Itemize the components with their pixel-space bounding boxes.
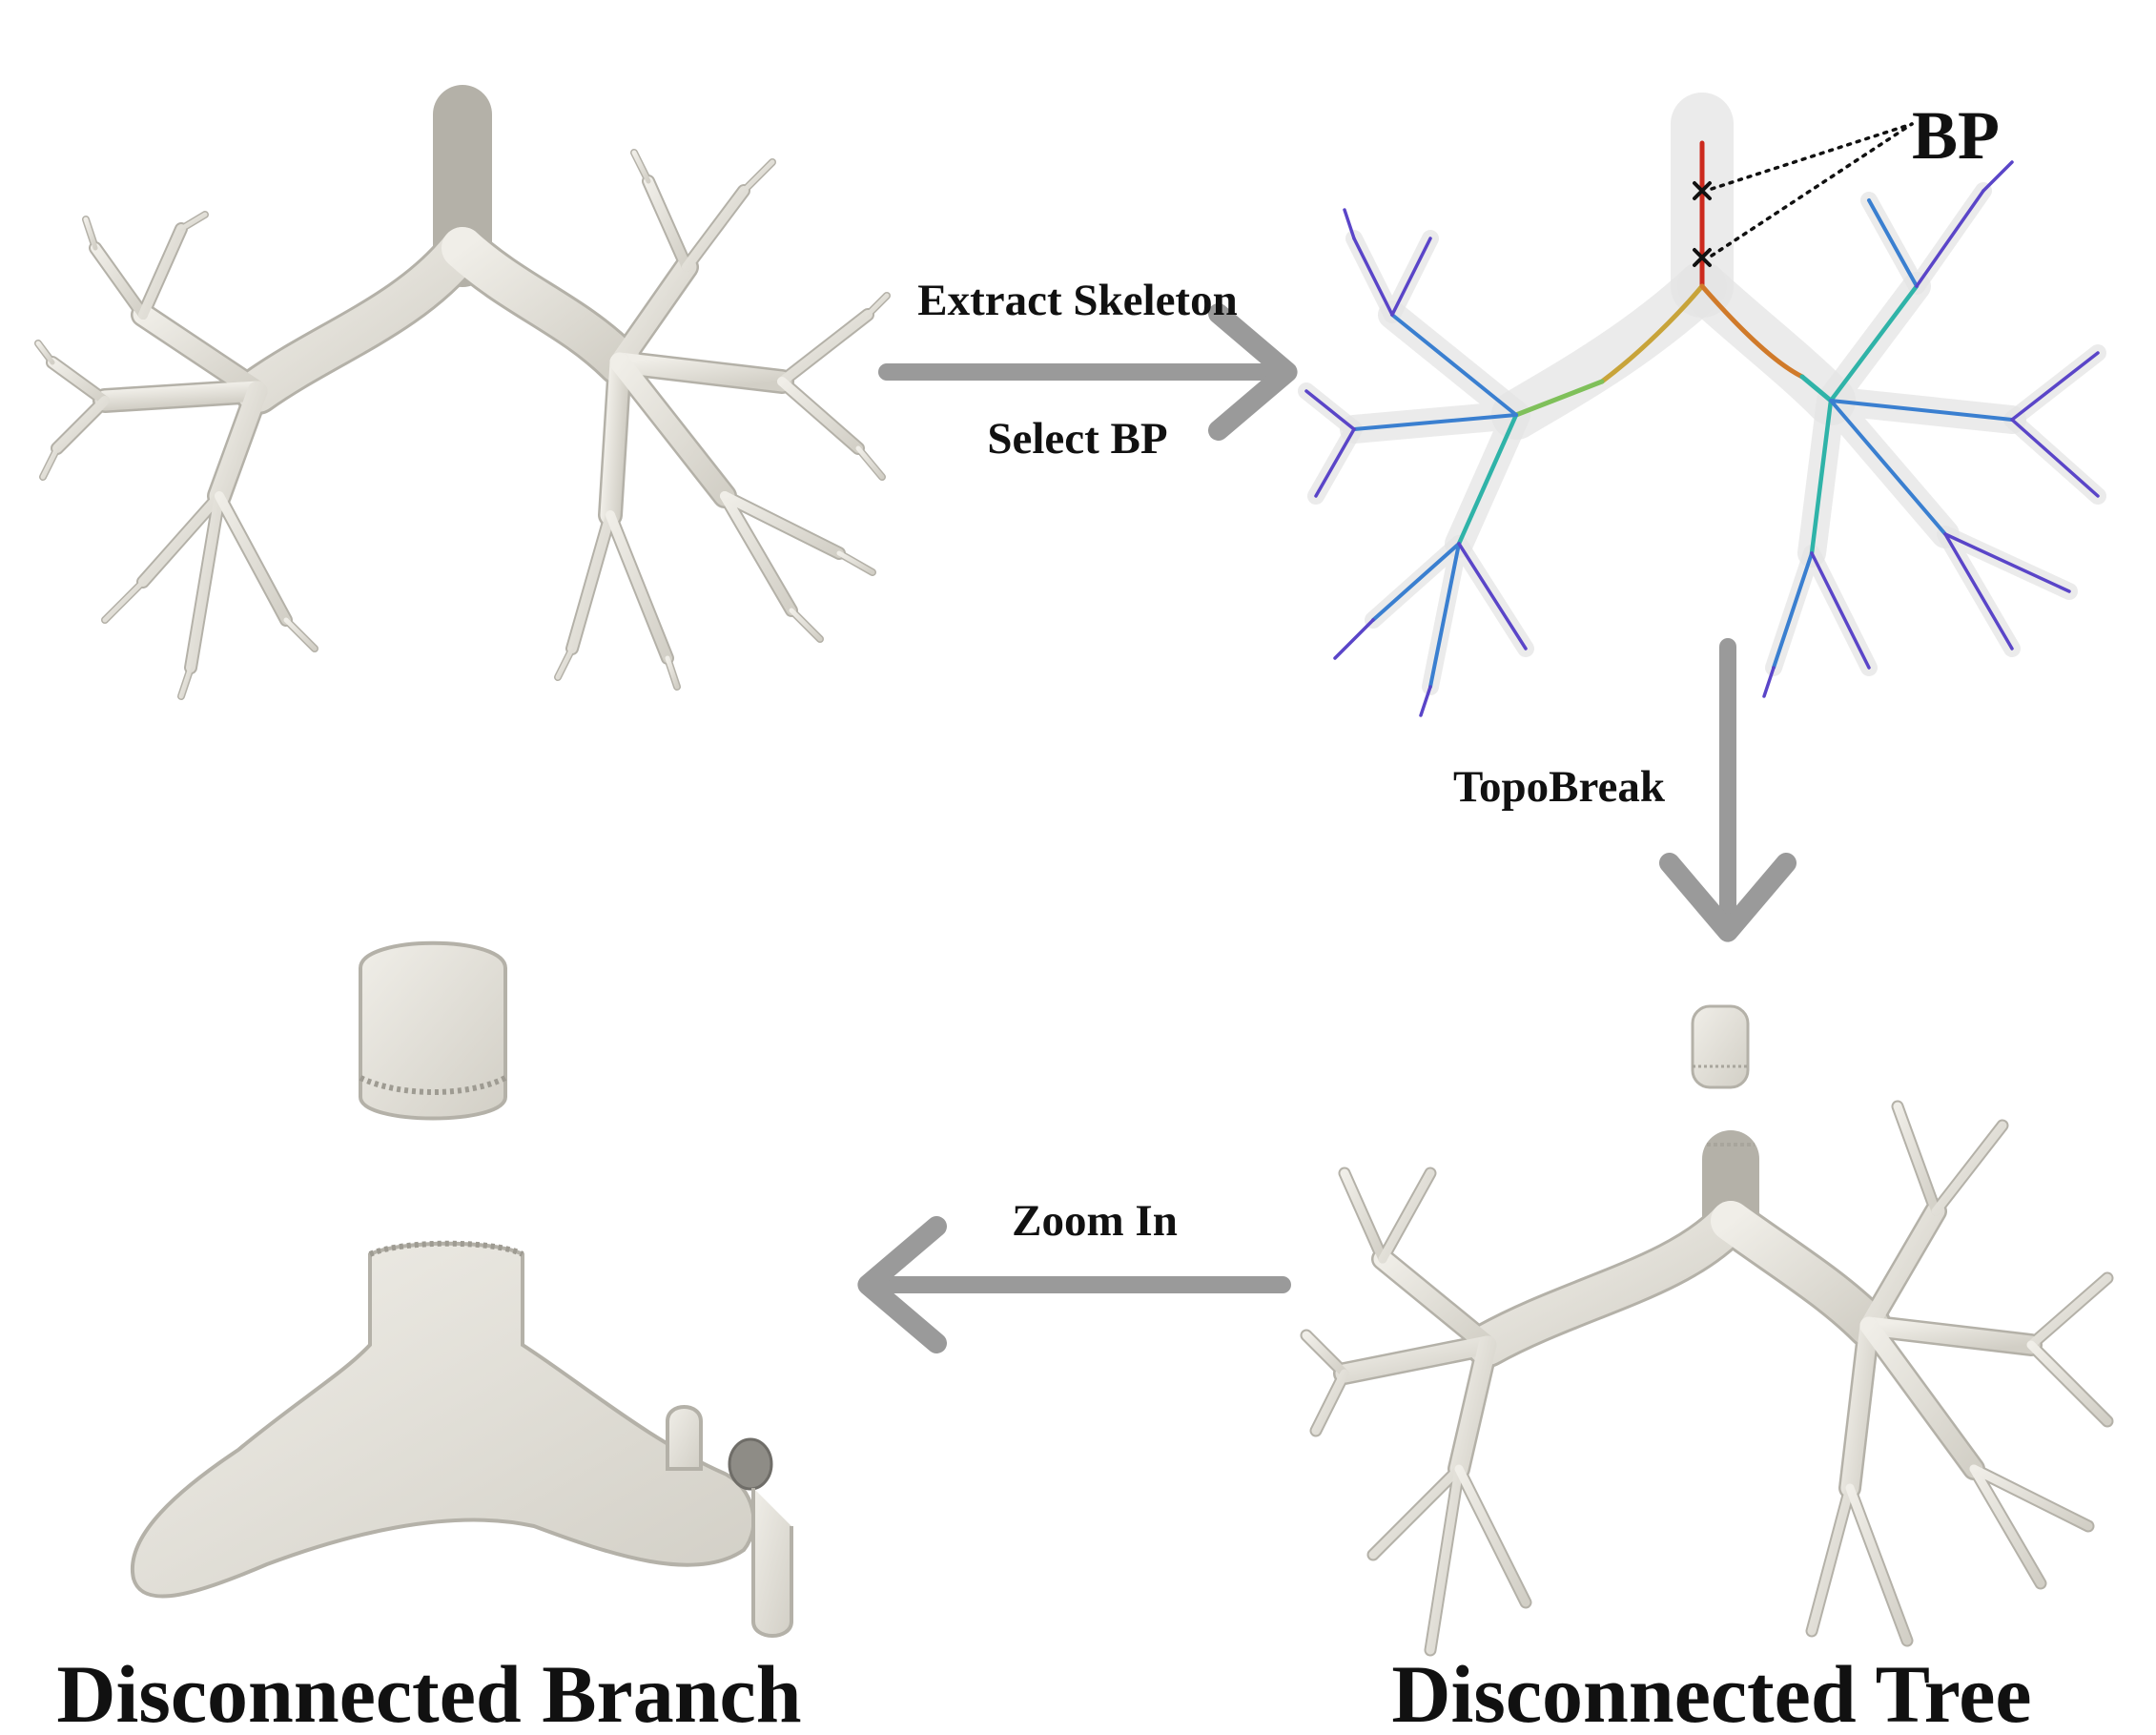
trachea-stump-and-bronchi [130, 1240, 793, 1638]
step-label-topobreak: TopoBreak [1453, 762, 1666, 812]
branch-point-markers [1693, 122, 1914, 267]
detached-trachea-segment-small [1691, 1004, 1750, 1089]
step-label-extract-skeleton: Extract Skeleton [917, 276, 1237, 325]
bp-leader-upper [1710, 122, 1914, 191]
airway-tree-disconnected [1300, 1004, 2114, 1657]
detached-trachea-segment-large [359, 940, 507, 1121]
zoomed-branch [130, 940, 793, 1638]
skeleton-tree [1298, 93, 2106, 717]
bp-marker-lower [1693, 248, 1712, 267]
caption-disconnected-tree: Disconnected Tree [1391, 1648, 2031, 1735]
step-label-zoom-in: Zoom In [1012, 1196, 1178, 1246]
caption-disconnected-branch: Disconnected Branch [56, 1648, 801, 1735]
step-label-select-bp: Select BP [987, 414, 1167, 464]
bp-label: BP [1912, 97, 2000, 174]
bp-marker-upper [1693, 181, 1712, 200]
airway-tree-original [34, 85, 891, 700]
bp-leader-lower [1710, 122, 1914, 258]
